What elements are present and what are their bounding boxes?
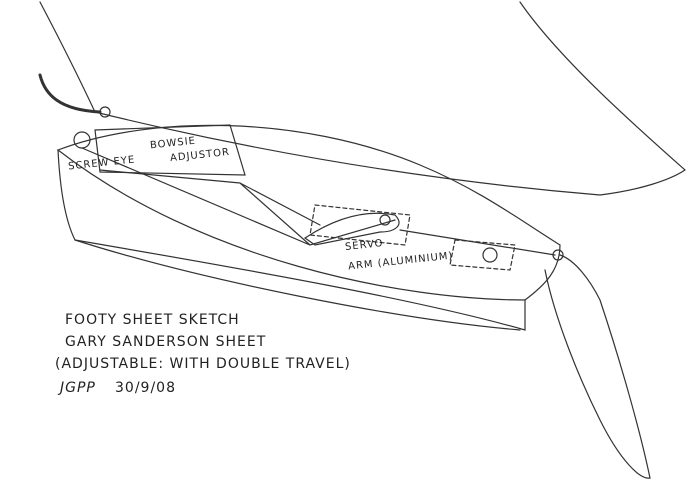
rear-fitting xyxy=(449,239,516,271)
bowsie-box xyxy=(94,124,246,176)
servo-mount xyxy=(309,204,411,246)
note-title: FOOTY SHEET SKETCH xyxy=(65,312,240,328)
hull-outline xyxy=(57,149,526,331)
servo-arm xyxy=(303,212,400,246)
sail-outline xyxy=(39,1,686,196)
rudder xyxy=(544,254,651,479)
boom-rope xyxy=(38,73,102,114)
deck-outline xyxy=(56,124,561,301)
signature: JGPP xyxy=(60,380,96,396)
note-description: (ADJUSTABLE: WITH DOUBLE TRAVEL) xyxy=(55,356,351,372)
note-date: 30/9/08 xyxy=(115,380,176,396)
hull-bottom xyxy=(74,239,521,331)
sheet-to-stern xyxy=(399,229,556,256)
pulley xyxy=(99,106,111,118)
note-subtitle: GARY SANDERSON SHEET xyxy=(65,334,267,350)
sheet-line xyxy=(81,147,396,246)
